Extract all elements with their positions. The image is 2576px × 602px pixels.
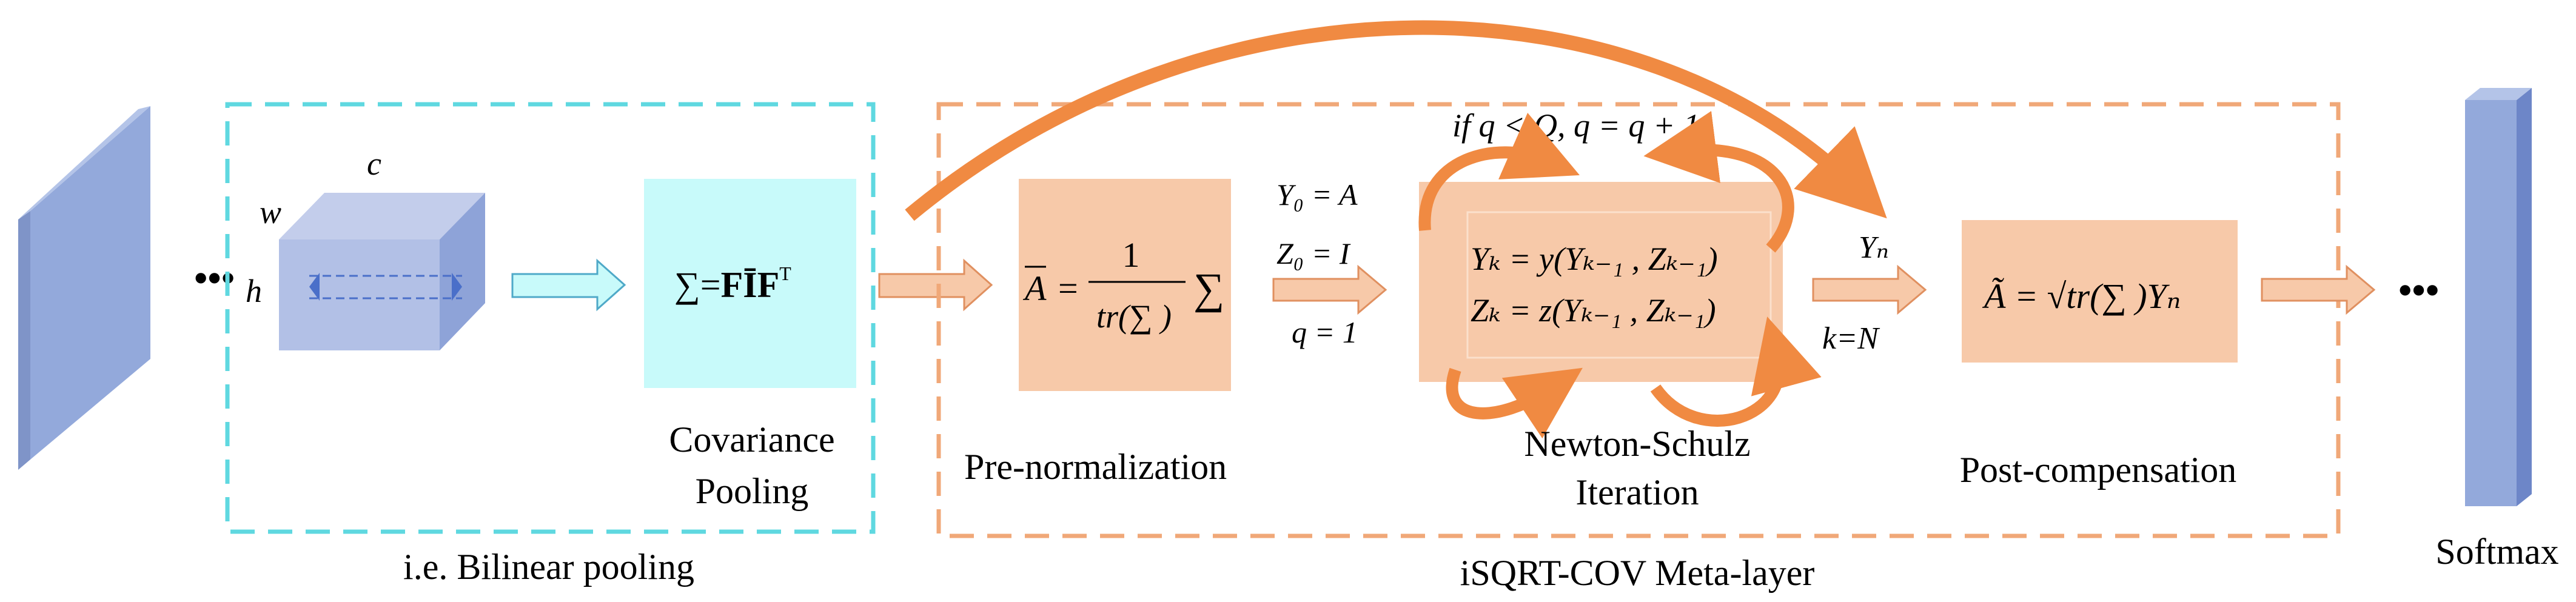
newton-schulz-box — [1419, 182, 1783, 382]
covariance-label-line1: Covariance — [669, 420, 834, 460]
flow-arrow-1 — [511, 258, 626, 312]
covariance-formula-lhs: ∑= — [674, 265, 721, 305]
prenorm-lhs: A — [1022, 269, 1047, 308]
output-label-bottom: k=N — [1822, 321, 1880, 356]
post-comp-formula: Ã = √tr(∑ )Yₙ — [1982, 276, 2181, 316]
flow-arrow-2 — [878, 258, 993, 312]
bilinear-pooling-box — [225, 102, 876, 534]
covariance-formula-rhs: FĪF — [721, 265, 780, 305]
prenorm-denominator: tr(∑ ) — [1096, 298, 1172, 335]
post-compensation-box — [1962, 220, 2238, 363]
prenorm-numerator: 1 — [1122, 235, 1140, 275]
cube-c-label: c — [367, 145, 381, 182]
ns-loop-arrows — [1418, 111, 1822, 439]
init-line2: Z₀ = I — [1276, 236, 1351, 270]
post-compensation-label: Post-compensation — [1960, 450, 2237, 490]
covariance-pooling-box — [644, 179, 856, 388]
softmax-label: Softmax — [2435, 532, 2558, 572]
input-feature-map — [18, 106, 150, 470]
covariance-formula: ∑=FĪFT — [674, 263, 791, 305]
init-line1: Y₀ = A — [1276, 178, 1358, 212]
softmax-layer — [2465, 88, 2532, 506]
ns-label-line2: Iteration — [1575, 472, 1699, 512]
covariance-label-line2: Pooling — [696, 471, 809, 511]
skip-connection-arrow — [905, 20, 1887, 221]
flow-arrow-5 — [2261, 264, 2376, 315]
softmax-ellipsis: ••• — [2398, 269, 2439, 312]
loop-arrow-bottom-left — [1446, 367, 1583, 439]
ns-eq1: Yₖ = y(Yₖ₋₁ , Zₖ₋₁) — [1471, 241, 1718, 277]
feature-cube — [279, 193, 485, 350]
loop-arrow-top-right — [1643, 111, 1794, 253]
flow-arrow-4 — [1812, 264, 1927, 315]
ns-eq2: Zₖ = z(Yₖ₋₁ , Zₖ₋₁) — [1471, 292, 1716, 329]
newton-schulz-inner-box — [1466, 211, 1772, 359]
cube-h-label: h — [246, 273, 262, 309]
prenorm-eq: = — [1058, 269, 1078, 308]
meta-layer-caption: iSQRT-COV Meta-layer — [1460, 553, 1815, 593]
covariance-formula-sup: T — [779, 263, 791, 284]
prenorm-sigma: ∑ — [1193, 264, 1224, 313]
cube-w-label: w — [260, 194, 281, 230]
flow-arrow-3 — [1272, 264, 1387, 315]
ns-loop-condition: if q < Q, q = q + 1 — [1452, 107, 1700, 144]
init-line3: q = 1 — [1292, 315, 1358, 349]
output-label-top: Yₙ — [1859, 230, 1889, 265]
bilinear-pooling-caption: i.e. Bilinear pooling — [403, 547, 694, 587]
loop-arrow-bottom-right — [1650, 316, 1822, 427]
pre-normalization-label: Pre-normalization — [964, 447, 1227, 487]
meta-layer-box — [936, 102, 2341, 538]
ns-label-line1: Newton-Schulz — [1524, 424, 1750, 464]
loop-arrow-top-left — [1418, 113, 1580, 231]
pre-normalization-box — [1019, 179, 1231, 391]
